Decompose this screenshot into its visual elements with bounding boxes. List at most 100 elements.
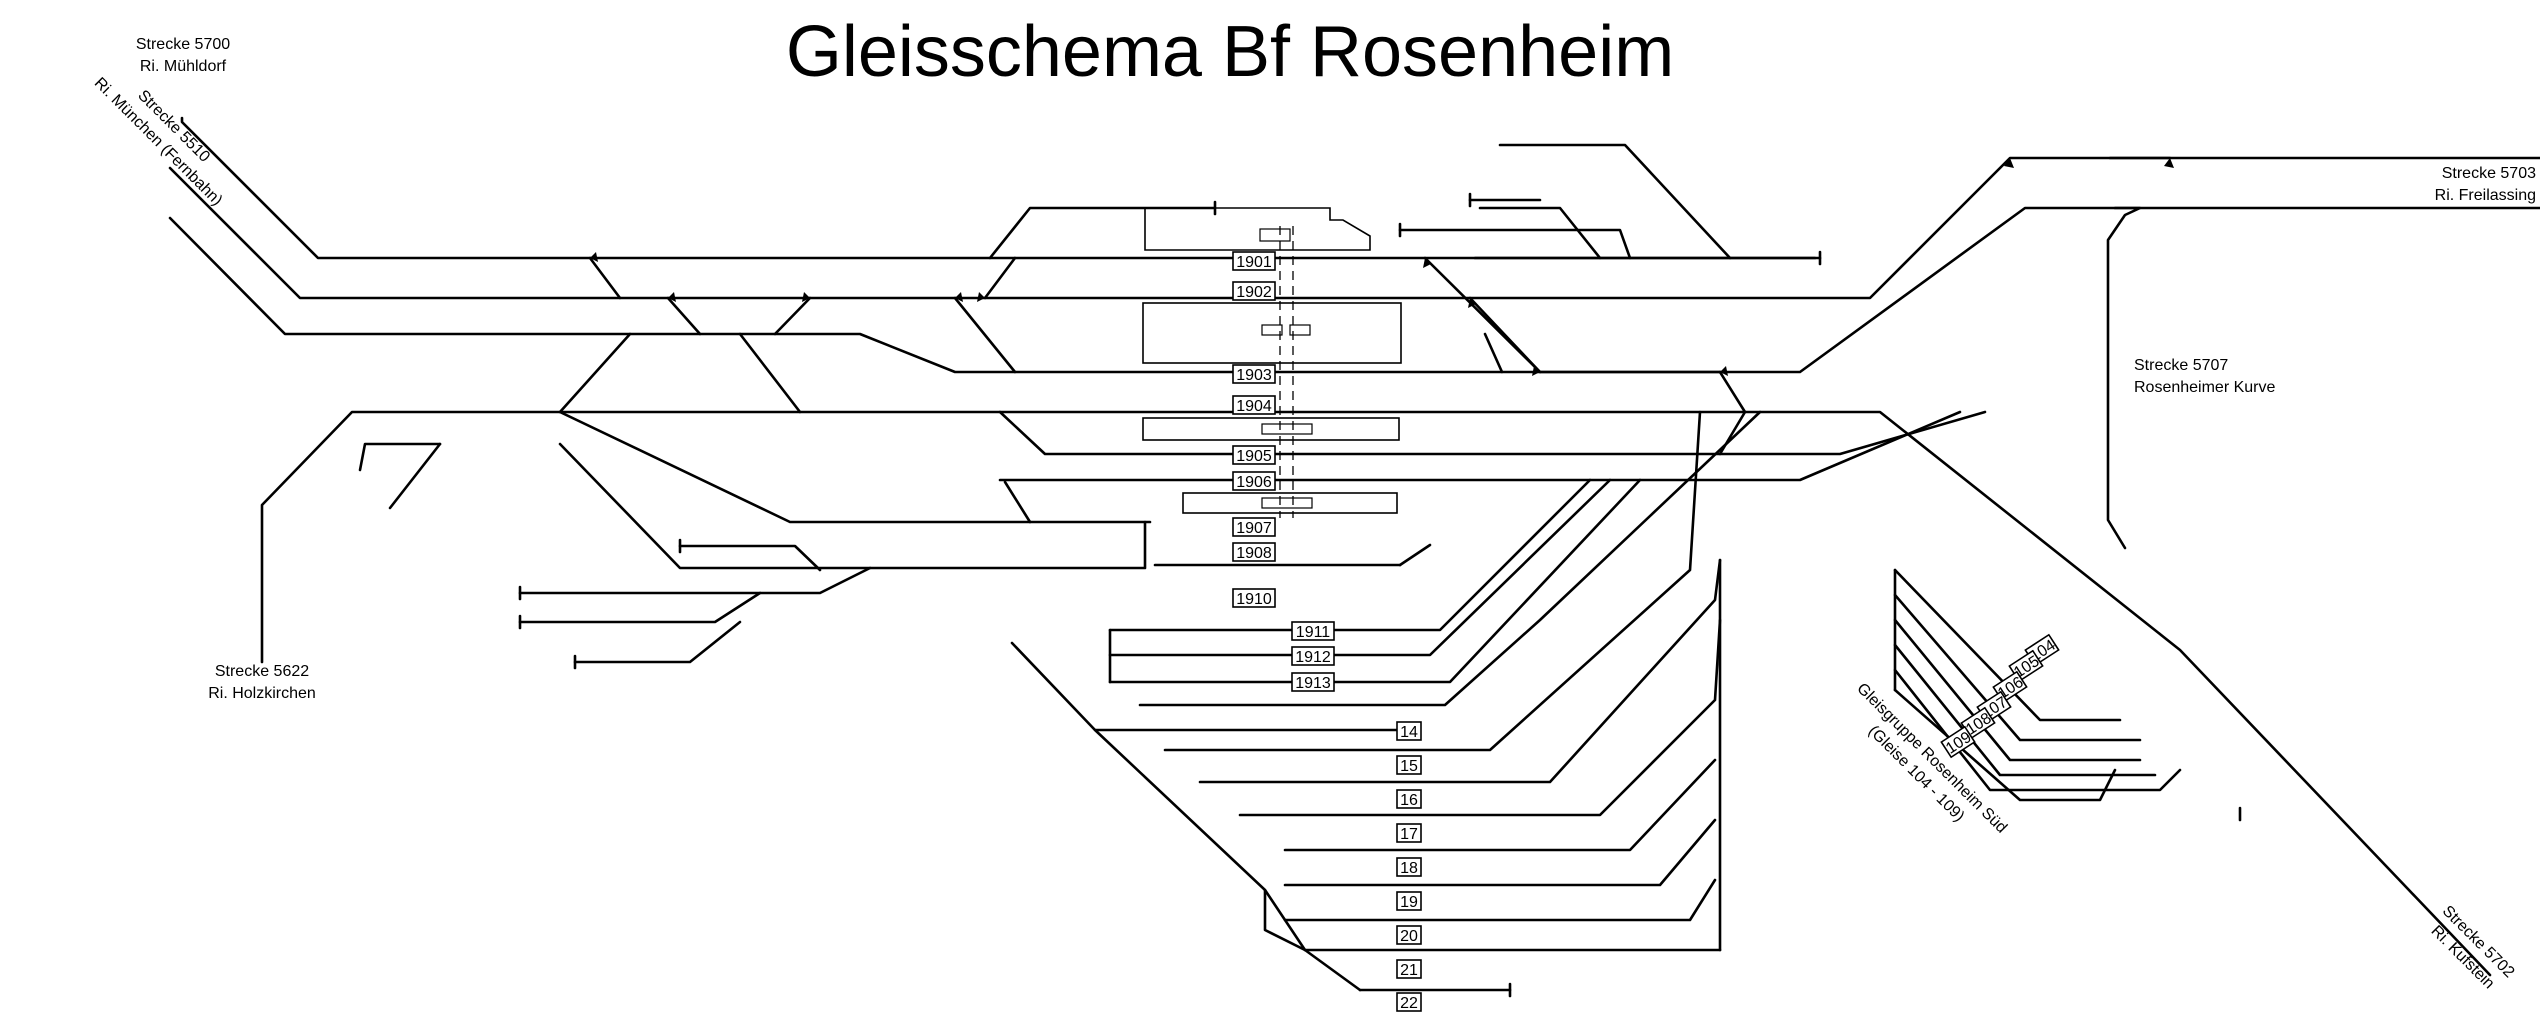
svg-text:1908: 1908: [1236, 545, 1272, 562]
switch: [668, 292, 676, 302]
svg-text:1912: 1912: [1295, 649, 1331, 666]
track-19: [1283, 818, 1717, 887]
platform-1: [1144, 207, 1371, 251]
svg-text:1911: 1911: [1296, 624, 1331, 641]
xover-w5: [738, 332, 802, 414]
label-strecke-5510: Strecke 5510 Ri. München (Fernbahn): [91, 75, 226, 210]
switch: [1423, 258, 1431, 268]
track-number-1905: 1905: [1232, 445, 1276, 465]
track-1912: [1108, 478, 1612, 657]
east-x1: [1423, 256, 1722, 374]
platform-4: [1182, 492, 1398, 514]
svg-text:1907: 1907: [1236, 520, 1272, 537]
track-number-1913: 1913: [1291, 672, 1335, 692]
label-strecke-5622: Strecke 5622 Ri. Holzkirchen: [208, 663, 316, 702]
switch: [1468, 298, 1476, 308]
track-number-1912: 1912: [1291, 646, 1335, 666]
east-siding-c: [1398, 228, 1632, 260]
stub-w5: [518, 591, 762, 624]
track-number-1901: 1901: [1232, 251, 1276, 271]
svg-text:14: 14: [1400, 724, 1418, 741]
track-number-22: 22: [1396, 992, 1422, 1012]
switch: [955, 292, 963, 302]
track-number-14: 14: [1396, 721, 1422, 741]
switch: [2164, 158, 2174, 168]
track-number-16: 16: [1396, 789, 1422, 809]
svg-text:Strecke 5700: Strecke 5700: [136, 36, 230, 53]
svg-text:Strecke 5707: Strecke 5707: [2134, 357, 2228, 374]
switch: [977, 292, 985, 302]
track-15: [1163, 410, 1702, 752]
svg-text:Ri. Freilassing: Ri. Freilassing: [2435, 187, 2536, 204]
stairs-2a: [1261, 324, 1283, 336]
sued-105: [1893, 593, 2142, 742]
track-number-18: 18: [1396, 857, 1422, 877]
track-number-21: 21: [1396, 959, 1422, 979]
label-strecke-5700: Strecke 5700 Ri. Mühldorf: [136, 36, 230, 75]
stub-w6: [573, 620, 742, 664]
svg-text:1906: 1906: [1236, 474, 1272, 491]
track-number-1902: 1902: [1232, 281, 1276, 301]
track-number-15: 15: [1396, 755, 1422, 775]
track-17: [1238, 618, 1722, 817]
tracks: [168, 116, 2540, 992]
track-20: [1283, 878, 1717, 922]
east-x2: [1468, 296, 1542, 374]
stub-w3: [678, 544, 822, 572]
siding-north: [988, 206, 1217, 260]
track-1911: [1108, 478, 1592, 632]
svg-text:17: 17: [1400, 826, 1418, 843]
stub-w2: [388, 442, 442, 510]
track-south-fan-2: [1263, 888, 1307, 952]
track-number-20: 20: [1396, 925, 1422, 945]
track-14: [1138, 410, 1762, 707]
svg-text:1913: 1913: [1295, 675, 1331, 692]
xover-w2: [666, 296, 702, 336]
track-5707-curve: [2106, 206, 2142, 550]
label-strecke-5703: Strecke 5703 Ri. Freilassing: [2435, 165, 2536, 204]
switch: [1532, 366, 1540, 376]
east-siding-a: [1478, 206, 1602, 260]
sued-104: [1893, 568, 2122, 722]
track-number-1906: 1906: [1232, 471, 1276, 491]
svg-text:1905: 1905: [1236, 448, 1272, 465]
stairs-4: [1261, 497, 1313, 509]
track-5510-a: [168, 156, 2540, 300]
svg-text:Ri. München (Fernbahn): Ri. München (Fernbahn): [91, 75, 226, 210]
track-number-1908: 1908: [1232, 542, 1276, 562]
svg-text:18: 18: [1400, 860, 1418, 877]
track-number-1907: 1907: [1232, 517, 1276, 537]
track-number-17: 17: [1396, 823, 1422, 843]
svg-text:1910: 1910: [1236, 591, 1272, 608]
svg-text:22: 22: [1400, 995, 1418, 1012]
svg-text:1903: 1903: [1236, 367, 1272, 384]
track-number-1903: 1903: [1232, 364, 1276, 384]
xover-w1: [588, 256, 622, 300]
svg-text:1901: 1901: [1236, 254, 1272, 271]
platforms: [1142, 207, 1402, 518]
xover-w4: [558, 332, 632, 414]
sued-106: [1893, 618, 2142, 762]
switch: [2004, 158, 2014, 168]
switch: [802, 292, 810, 302]
stairs-3: [1261, 423, 1313, 435]
xover-w3: [773, 296, 812, 336]
track-number-1904: 1904: [1232, 395, 1276, 415]
svg-text:Strecke 5622: Strecke 5622: [215, 663, 309, 680]
track-number-1910: 1910: [1232, 588, 1276, 608]
switch-marks: [590, 158, 2174, 376]
stairs-2b: [1289, 324, 1311, 336]
svg-text:1904: 1904: [1236, 398, 1272, 415]
platform-2: [1142, 302, 1402, 364]
platform-3: [1142, 417, 1400, 441]
stub-w4: [518, 566, 872, 595]
track-south-fan: [1093, 728, 1362, 992]
svg-text:20: 20: [1400, 928, 1418, 945]
track-number-19: 19: [1396, 891, 1422, 911]
buffer-stops: [518, 192, 2242, 998]
east-x4: [1483, 332, 1504, 374]
svg-text:15: 15: [1400, 758, 1418, 775]
east-siding-d: [1498, 143, 1732, 260]
stairs-1: [1259, 228, 1291, 242]
